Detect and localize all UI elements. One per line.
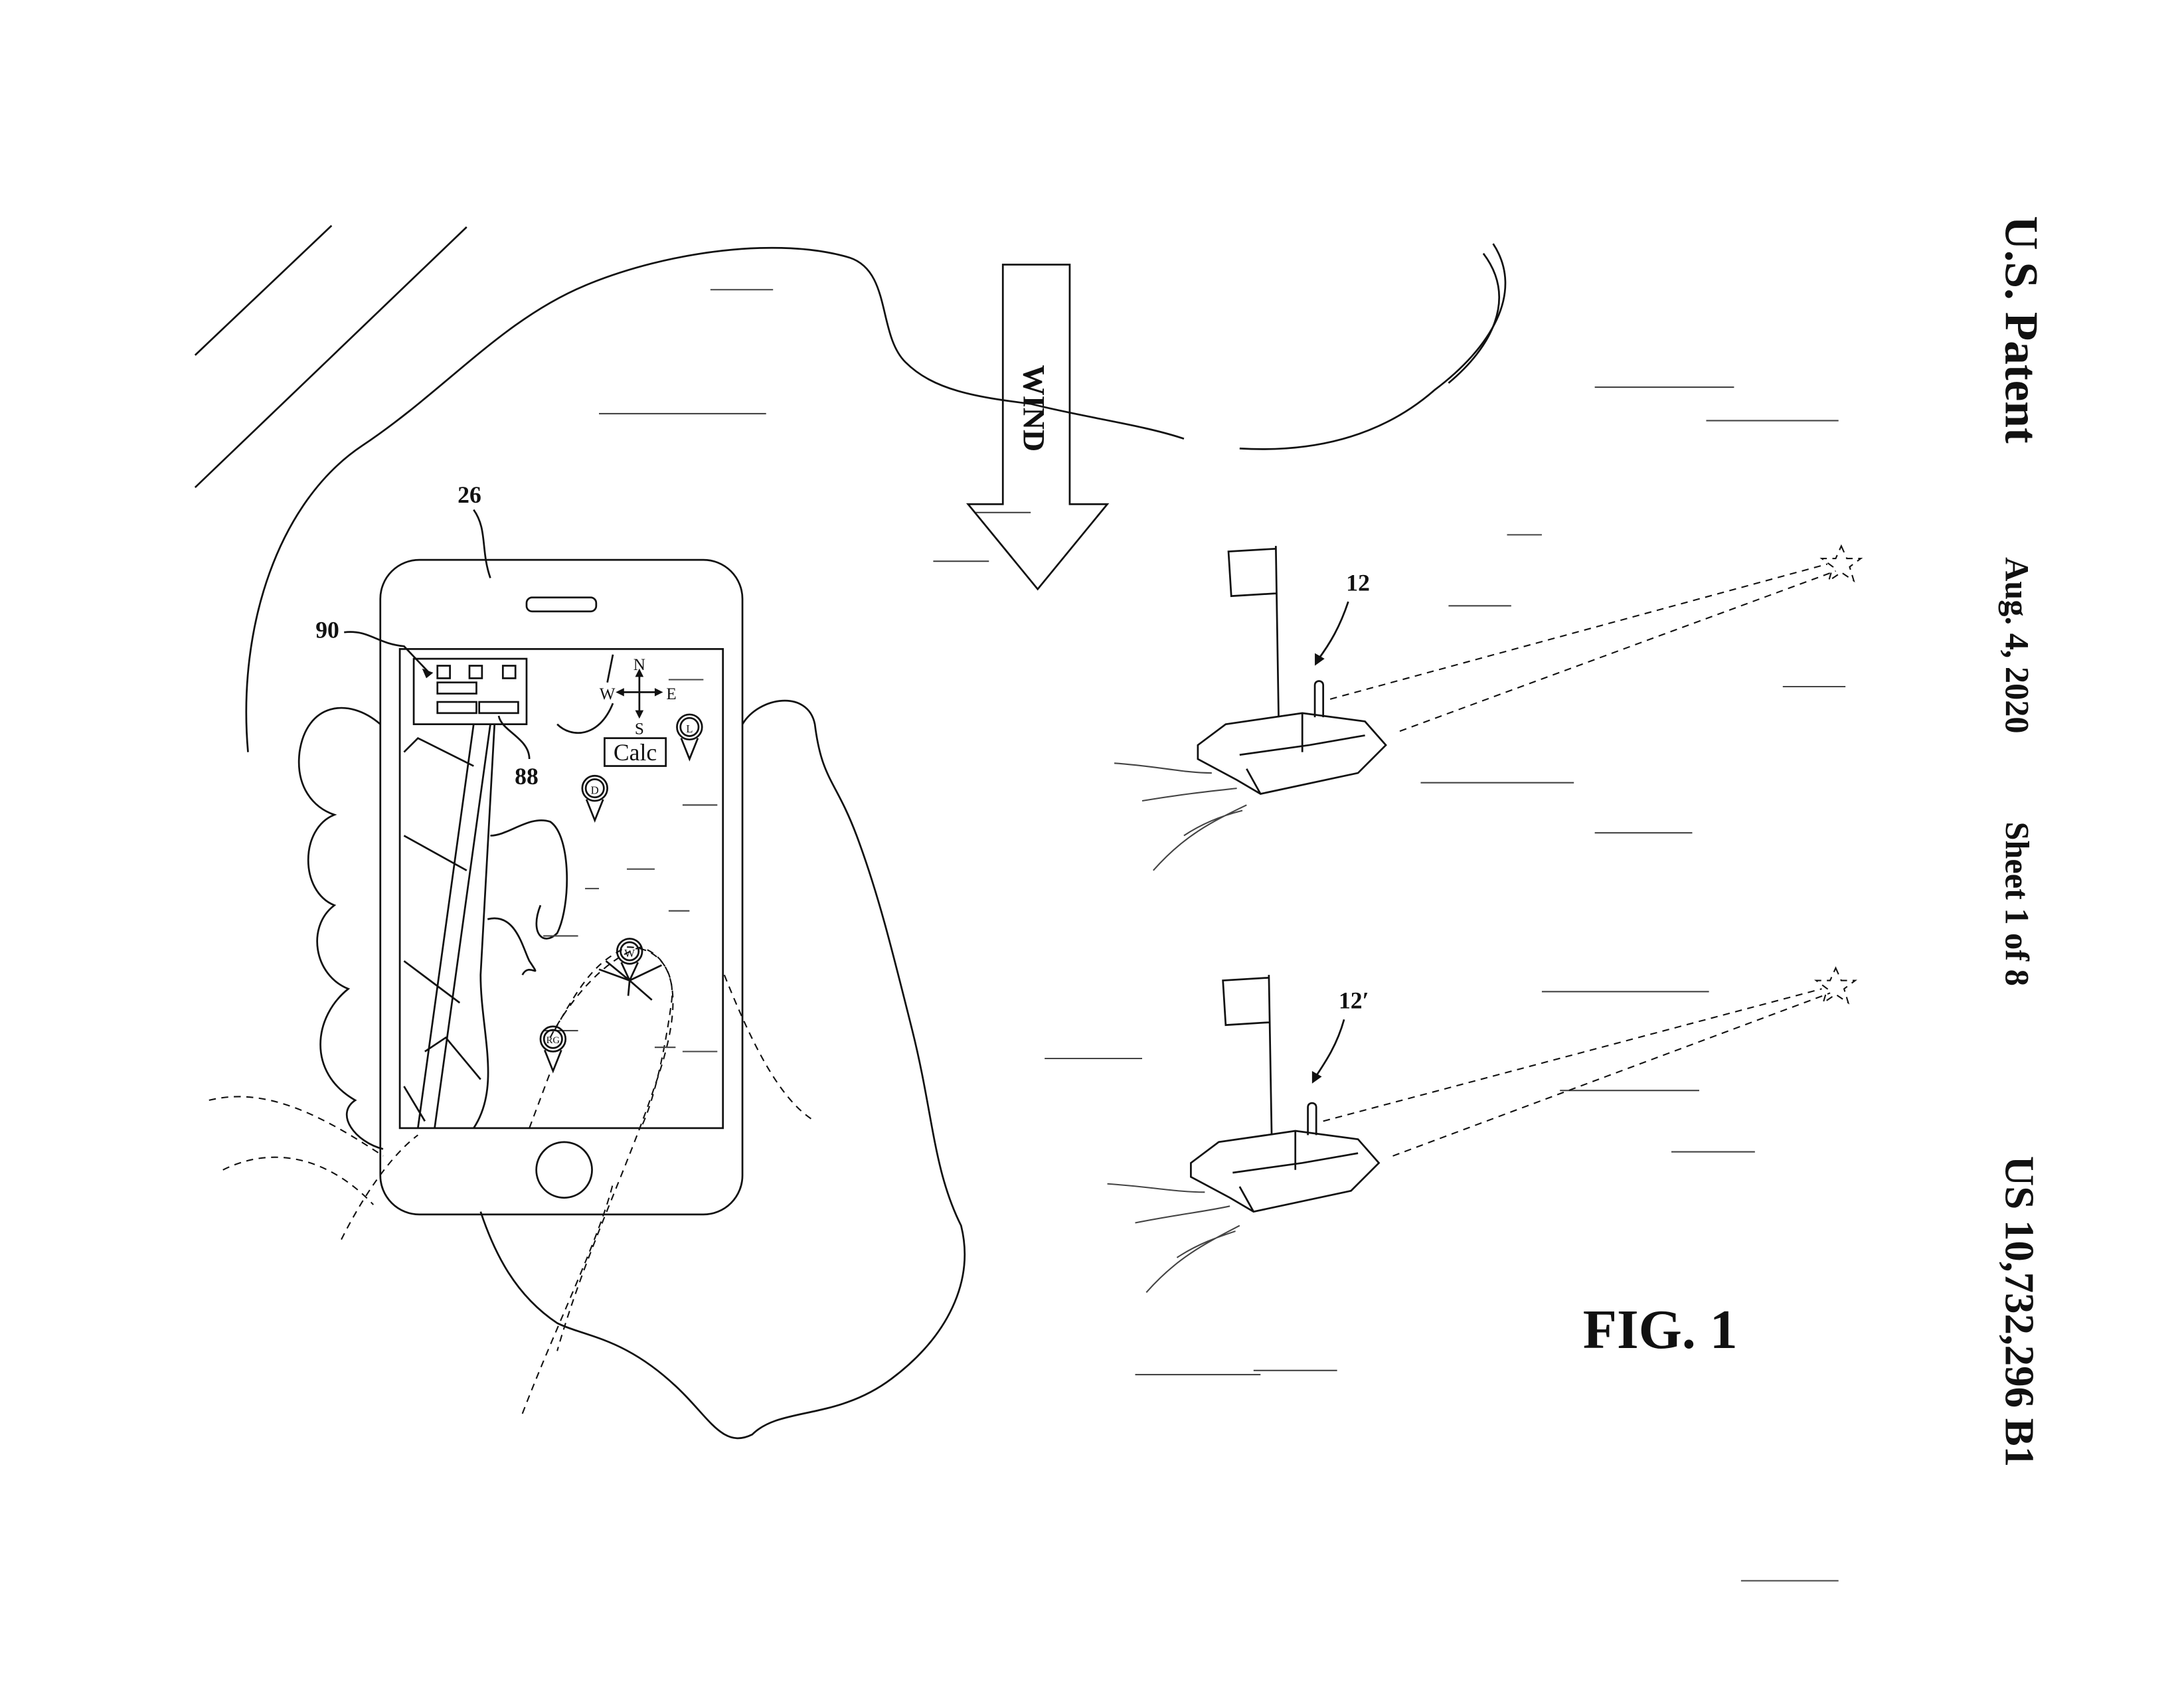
- phone-speaker: [525, 596, 598, 613]
- calc-button[interactable]: Calc: [604, 737, 667, 767]
- compass-e: E: [666, 685, 676, 703]
- shoreline: [194, 224, 1846, 1582]
- boat-12-prime: [1107, 966, 1857, 1294]
- map-pin-rg[interactable]: RG: [539, 1025, 567, 1074]
- header-sheet: Sheet 1 of 8: [1998, 821, 2035, 985]
- compass-w: W: [600, 685, 616, 703]
- map-pin-w[interactable]: W: [598, 938, 663, 1001]
- pin-rg-label: RG: [546, 1035, 560, 1046]
- phone-screen: N S W E Calc L D W RG: [398, 648, 724, 1130]
- home-button[interactable]: [535, 1141, 593, 1199]
- boat-12: [1114, 544, 1863, 871]
- ref-26: 26: [458, 481, 481, 508]
- widget-field-3[interactable]: [478, 701, 519, 715]
- quick-panel-widget[interactable]: [412, 657, 528, 725]
- widget-field-2[interactable]: [436, 701, 477, 715]
- widget-field-1[interactable]: [436, 681, 477, 695]
- reference-labels: 26 90 88 12 12′: [315, 481, 1370, 1084]
- ref-90: 90: [315, 617, 339, 643]
- calc-button-label: Calc: [614, 739, 657, 766]
- target-star-1: [1819, 544, 1863, 583]
- widget-button-1[interactable]: [436, 665, 451, 679]
- pin-l-label: L: [686, 722, 693, 735]
- ref-12-prime: 12′: [1339, 987, 1369, 1013]
- smartphone: N S W E Calc L D W RG: [379, 558, 744, 1216]
- header-date: Aug. 4, 2020: [1998, 557, 2035, 734]
- compass-n: N: [633, 656, 645, 674]
- patent-header: U.S. Patent Aug. 4, 2020 Sheet 1 of 8 US…: [1995, 216, 2047, 1467]
- ref-12: 12: [1346, 569, 1370, 596]
- compass-s: S: [635, 720, 644, 738]
- map-pin-l[interactable]: L: [676, 713, 703, 762]
- widget-button-2[interactable]: [468, 665, 483, 679]
- map-pin-d[interactable]: D: [581, 774, 608, 823]
- wind-arrow: WIND: [966, 264, 1110, 591]
- figure-label: FIG. 1: [1583, 1299, 1738, 1361]
- wind-label: WIND: [1017, 365, 1051, 452]
- hand: [209, 699, 966, 1440]
- compass-rose: N S W E: [600, 656, 677, 738]
- ref-88: 88: [515, 763, 539, 790]
- header-patent-number: US 10,732,296 B1: [1996, 1156, 2043, 1467]
- pin-d-label: D: [591, 784, 599, 796]
- pin-w-label: W: [624, 947, 635, 960]
- header-title: U.S. Patent: [1995, 216, 2047, 444]
- widget-button-3[interactable]: [501, 665, 517, 679]
- target-star-2: [1813, 966, 1857, 1005]
